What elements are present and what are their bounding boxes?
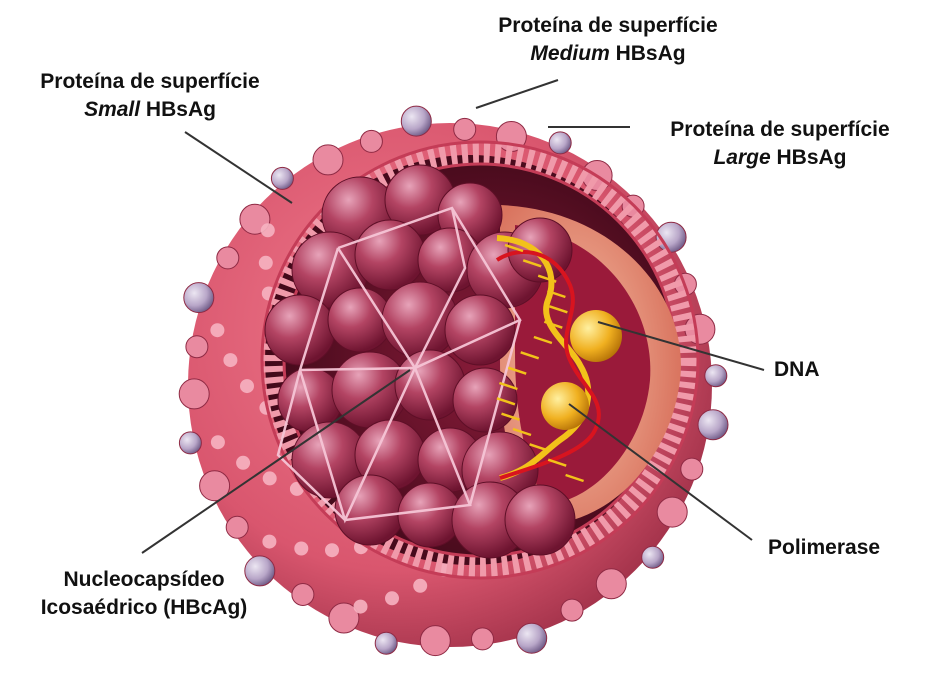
label-medium-emph: Medium	[530, 42, 609, 65]
envelope-dot	[210, 323, 224, 337]
surface-protein-spike	[561, 599, 583, 621]
surface-protein-spike	[681, 458, 703, 480]
surface-protein-spike	[292, 584, 314, 606]
surface-protein-spike	[549, 132, 571, 154]
label-large-hbsag: Proteína de superfície Large HBsAg	[638, 116, 922, 172]
label-dna: DNA	[774, 356, 820, 384]
surface-protein-spike	[596, 569, 626, 599]
label-large-line1: Proteína de superfície	[638, 116, 922, 144]
envelope-dot	[262, 535, 276, 549]
envelope-dot	[263, 471, 277, 485]
envelope-dot	[240, 379, 254, 393]
envelope-dot	[259, 256, 273, 270]
envelope-dot	[223, 353, 237, 367]
surface-protein-spike	[657, 497, 687, 527]
capsid-protein-sphere	[453, 368, 517, 432]
label-medium-hbsag: Proteína de superfície Medium HBsAg	[466, 12, 750, 68]
envelope-dot	[385, 591, 399, 605]
label-small-line1: Proteína de superfície	[8, 68, 292, 96]
surface-protein-spike	[420, 626, 450, 656]
surface-protein-spike	[698, 410, 728, 440]
leader-small	[185, 132, 292, 203]
surface-protein-spike	[271, 167, 293, 189]
surface-protein-spike	[472, 628, 494, 650]
envelope-dot	[413, 579, 427, 593]
surface-protein-spike	[184, 283, 214, 313]
label-nucleocapsid-line2: Icosaédrico (HBcAg)	[6, 594, 282, 622]
label-polimerase: Polimerase	[768, 534, 880, 562]
surface-protein-spike	[375, 632, 397, 654]
label-medium-rest: HBsAg	[610, 42, 686, 65]
leader-medium	[476, 80, 558, 108]
surface-protein-spike	[226, 516, 248, 538]
capsid-protein-sphere	[505, 485, 575, 555]
surface-protein-spike	[454, 118, 476, 140]
label-large-emph: Large	[713, 146, 770, 169]
envelope-dot	[211, 435, 225, 449]
label-large-rest: HBsAg	[771, 146, 847, 169]
surface-protein-spike	[217, 247, 239, 269]
envelope-dot	[354, 600, 368, 614]
surface-protein-spike	[517, 623, 547, 653]
envelope-dot	[236, 456, 250, 470]
surface-protein-spike	[401, 106, 431, 136]
envelope-dot	[261, 223, 275, 237]
capsid-protein-sphere	[445, 295, 515, 365]
label-nucleocapsid-line1: Nucleocapsídeo	[6, 566, 282, 594]
label-small-emph: Small	[84, 98, 140, 121]
surface-protein-spike	[179, 379, 209, 409]
surface-protein-spike	[313, 145, 343, 175]
surface-protein-spike	[705, 365, 727, 387]
surface-protein-spike	[186, 336, 208, 358]
label-nucleocapsid: Nucleocapsídeo Icosaédrico (HBcAg)	[6, 566, 282, 622]
label-small-rest: HBsAg	[140, 98, 216, 121]
envelope-dot	[325, 543, 339, 557]
label-medium-line1: Proteína de superfície	[466, 12, 750, 40]
label-small-hbsag: Proteína de superfície Small HBsAg	[8, 68, 292, 124]
envelope-dot	[294, 542, 308, 556]
capsid-protein-sphere	[265, 295, 335, 365]
capsid-protein-sphere	[335, 475, 405, 545]
surface-protein-spike	[179, 432, 201, 454]
surface-protein-spike	[360, 130, 382, 152]
surface-protein-spike	[642, 546, 664, 568]
